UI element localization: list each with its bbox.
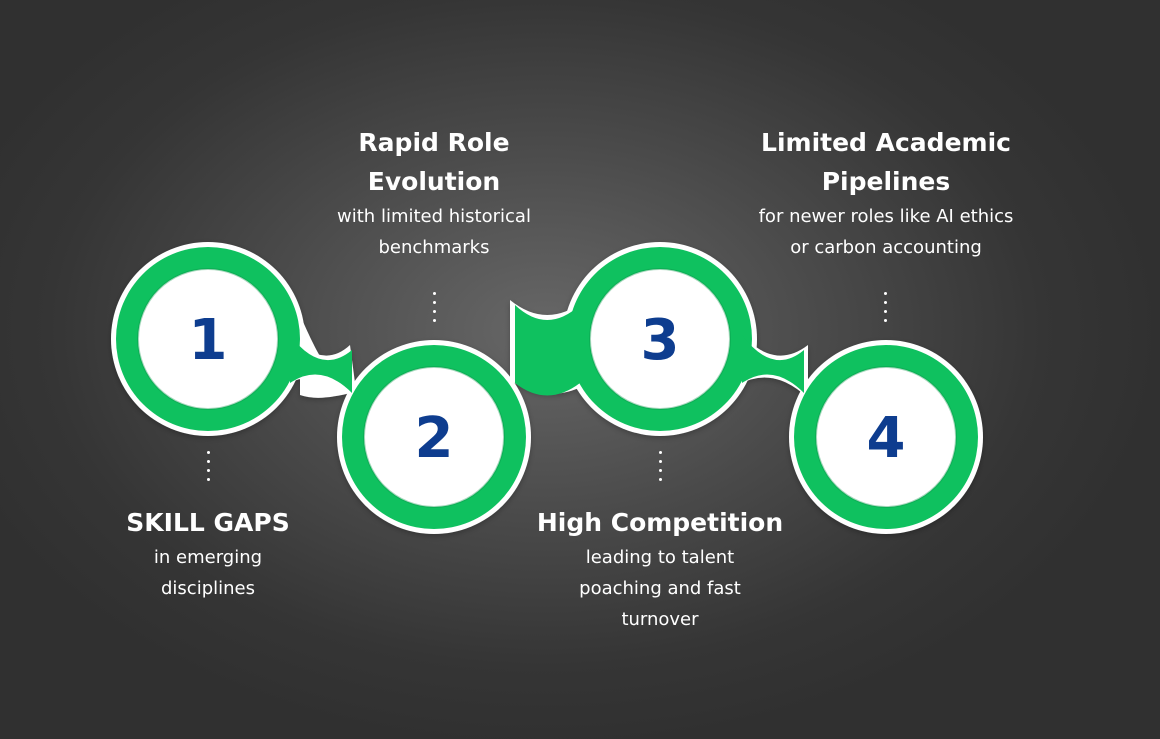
step-2-connector bbox=[433, 292, 437, 328]
step-1-title: SKILL GAPS bbox=[126, 508, 290, 537]
step-2-title: Rapid Role Evolution bbox=[358, 128, 510, 196]
step-4-label: Limited Academic Pipelines for newer rol… bbox=[716, 123, 1056, 263]
step-1-description: in emerging disciplines bbox=[153, 547, 263, 599]
step-3-connector bbox=[659, 451, 663, 487]
step-4-title: Limited Academic Pipelines bbox=[761, 128, 1011, 196]
step-3-title: High Competition bbox=[536, 508, 784, 537]
step-1-number: 1 bbox=[189, 308, 228, 373]
step-1-circle bbox=[137, 268, 279, 410]
step-2-label: Rapid Role Evolution with limited histor… bbox=[294, 123, 574, 263]
step-2-number: 2 bbox=[415, 406, 454, 471]
step-3-description: leading to talent poaching and fast turn… bbox=[579, 547, 741, 630]
inner-circles bbox=[137, 268, 957, 508]
step-1-connector bbox=[207, 451, 211, 487]
step-4-number: 4 bbox=[867, 406, 906, 471]
step-1-label: SKILL GAPS in emerging disciplines bbox=[88, 503, 328, 604]
step-4-connector bbox=[884, 292, 888, 328]
step-2-description: with limited historical benchmarks bbox=[337, 206, 531, 258]
step-3-circle bbox=[589, 268, 731, 410]
step-4-description: for newer roles like AI ethics or carbon… bbox=[758, 206, 1014, 258]
step-2-circle bbox=[363, 366, 505, 508]
step-4-circle bbox=[815, 366, 957, 508]
step-3-number: 3 bbox=[641, 308, 680, 373]
step-3-label: High Competition leading to talent poach… bbox=[510, 503, 810, 635]
